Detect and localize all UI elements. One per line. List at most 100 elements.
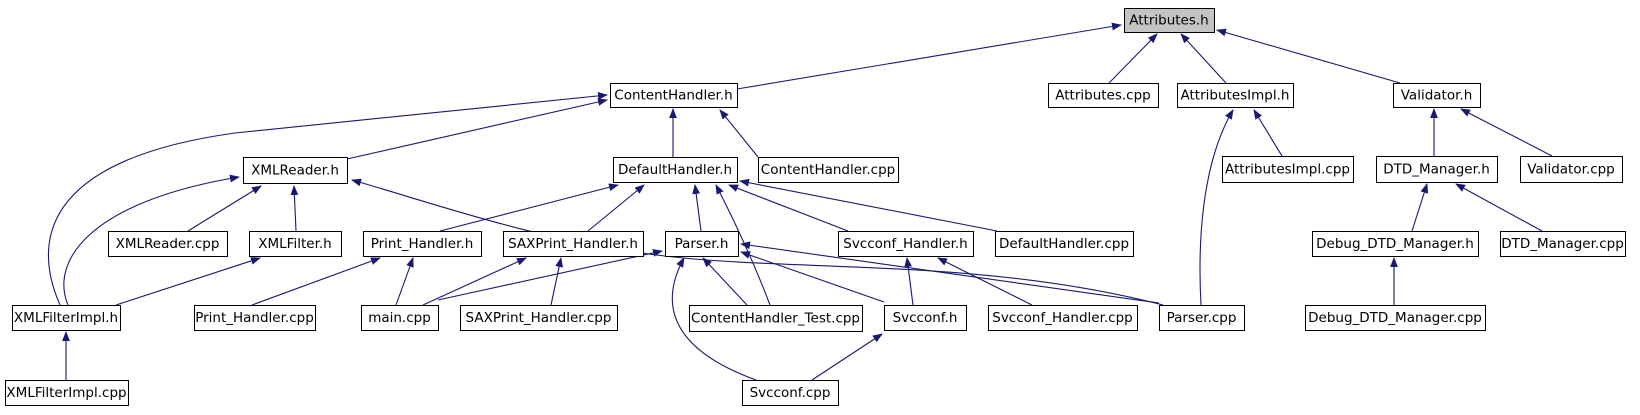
node-svcconf-handler-cpp[interactable]: Svcconf_Handler.cpp (988, 305, 1138, 331)
edge-svcconf-h-to-svcconf-handler-h (904, 257, 914, 306)
node-box-print-handler-cpp[interactable] (194, 305, 316, 331)
node-box-dtd-manager-cpp[interactable] (1500, 231, 1626, 257)
edge-attributesimpl-h-to-attributes-h (1180, 33, 1227, 84)
node-box-dtd-manager-h[interactable] (1376, 156, 1498, 183)
node-attributesimpl-cpp[interactable]: AttributesImpl.cpp (1222, 156, 1354, 183)
node-label-parser-h: Parser.h (675, 236, 729, 252)
node-debug-dtd-manager-h[interactable]: Debug_DTD_Manager.h (1312, 231, 1479, 257)
edge-svcconf-cpp-to-parser-h (671, 257, 757, 381)
node-box-validator-h[interactable] (1393, 83, 1481, 108)
node-box-saxprint-handler-h[interactable] (503, 231, 644, 257)
node-dtd-manager-h[interactable]: DTD_Manager.h (1376, 156, 1498, 183)
node-label-dtd-manager-h: DTD_Manager.h (1383, 162, 1490, 178)
node-svcconf-h[interactable]: Svcconf.h (884, 305, 967, 331)
node-print-handler-h[interactable]: Print_Handler.h (363, 231, 482, 257)
node-label-print-handler-h: Print_Handler.h (371, 236, 474, 252)
node-saxprint-handler-cpp[interactable]: SAXPrint_Handler.cpp (460, 305, 618, 331)
node-box-svcconf-handler-cpp[interactable] (988, 305, 1138, 331)
node-label-debug-dtd-manager-h: Debug_DTD_Manager.h (1316, 236, 1474, 252)
node-main-cpp[interactable]: main.cpp (361, 305, 439, 331)
node-box-contenthandler-cpp[interactable] (758, 157, 899, 183)
node-label-main-cpp: main.cpp (368, 310, 431, 326)
node-label-contenthandler-cpp: ContentHandler.cpp (761, 162, 895, 178)
node-box-validator-cpp[interactable] (1520, 156, 1623, 183)
node-box-svcconf-handler-h[interactable] (838, 231, 974, 257)
node-label-xmlfilter-h: XMLFilter.h (258, 236, 331, 252)
edge-validator-cpp-to-validator-h (1460, 108, 1553, 157)
node-attributes-cpp[interactable]: Attributes.cpp (1048, 83, 1159, 108)
node-box-xmlreader-cpp[interactable] (108, 231, 228, 257)
node-label-xmlfilterimpl-h: XMLFilterImpl.h (14, 310, 118, 326)
edge-svcconf-h-to-parser-h (740, 251, 885, 303)
node-parser-h[interactable]: Parser.h (665, 231, 739, 257)
edge-xmlfilterimpl-h-to-xmlfilter-h (115, 257, 261, 306)
node-box-print-handler-h[interactable] (363, 231, 482, 257)
node-saxprint-handler-h[interactable]: SAXPrint_Handler.h (503, 231, 644, 257)
edge-contenthandler-h-to-attributes-h (736, 22, 1122, 90)
node-validator-cpp[interactable]: Validator.cpp (1520, 156, 1623, 183)
node-box-saxprint-handler-cpp[interactable] (460, 305, 618, 331)
node-dtd-manager-cpp[interactable]: DTD_Manager.cpp (1500, 231, 1626, 257)
node-label-parser-cpp: Parser.cpp (1167, 310, 1237, 326)
node-box-contenthandler-test-cpp[interactable] (689, 305, 863, 332)
node-contenthandler-test-cpp[interactable]: ContentHandler_Test.cpp (689, 305, 863, 332)
edge-dtd-manager-cpp-to-dtd-manager-h (1455, 183, 1543, 232)
node-label-svcconf-handler-h: Svcconf_Handler.h (843, 236, 968, 252)
node-box-xmlreader-h[interactable] (243, 157, 348, 184)
node-debug-dtd-manager-cpp[interactable]: Debug_DTD_Manager.cpp (1305, 305, 1486, 331)
edge-xmlfilterimpl-h-to-xmlreader-h (63, 174, 240, 306)
node-box-contenthandler-h[interactable] (610, 83, 738, 108)
node-defaulthandler-h[interactable]: DefaultHandler.h (613, 157, 738, 183)
node-xmlreader-h[interactable]: XMLReader.h (243, 157, 348, 184)
edge-xmlfilterimpl-h-to-contenthandler-h (47, 92, 608, 306)
node-box-parser-cpp[interactable] (1159, 305, 1245, 331)
node-box-attributes-cpp[interactable] (1048, 83, 1159, 108)
node-box-parser-h[interactable] (665, 231, 739, 257)
node-box-attributes-h[interactable] (1124, 8, 1215, 33)
node-contenthandler-cpp[interactable]: ContentHandler.cpp (758, 157, 899, 183)
node-label-validator-h: Validator.h (1401, 88, 1473, 104)
node-box-xmlfilterimpl-h[interactable] (12, 305, 121, 331)
node-label-svcconf-h: Svcconf.h (893, 310, 958, 326)
edge-attributes-cpp-to-attributes-h (1108, 33, 1158, 84)
node-contenthandler-h[interactable]: ContentHandler.h (610, 83, 738, 108)
node-box-main-cpp[interactable] (361, 305, 439, 331)
edge-validator-h-to-attributes-h (1216, 28, 1401, 84)
node-box-debug-dtd-manager-h[interactable] (1312, 231, 1479, 257)
node-xmlreader-cpp[interactable]: XMLReader.cpp (108, 231, 228, 257)
node-label-attributesimpl-h: AttributesImpl.h (1181, 88, 1290, 104)
node-box-svcconf-h[interactable] (884, 305, 967, 331)
node-label-saxprint-handler-cpp: SAXPrint_Handler.cpp (466, 310, 612, 326)
edge-svcconf-cpp-to-svcconf-h (811, 333, 883, 381)
node-validator-h[interactable]: Validator.h (1393, 83, 1481, 108)
node-label-defaulthandler-cpp: DefaultHandler.cpp (999, 236, 1129, 252)
node-xmlfilter-h[interactable]: XMLFilter.h (249, 231, 342, 257)
node-box-defaulthandler-cpp[interactable] (995, 231, 1134, 257)
node-svcconf-cpp[interactable]: Svcconf.cpp (742, 380, 839, 406)
node-box-attributesimpl-cpp[interactable] (1222, 156, 1354, 183)
node-label-dtd-manager-cpp: DTD_Manager.cpp (1501, 236, 1624, 252)
node-parser-cpp[interactable]: Parser.cpp (1159, 305, 1245, 331)
node-print-handler-cpp[interactable]: Print_Handler.cpp (194, 305, 316, 331)
node-defaulthandler-cpp[interactable]: DefaultHandler.cpp (995, 231, 1134, 257)
node-attributesimpl-h[interactable]: AttributesImpl.h (1177, 83, 1294, 108)
node-box-svcconf-cpp[interactable] (742, 380, 839, 406)
node-xmlfilterimpl-h[interactable]: XMLFilterImpl.h (12, 305, 121, 331)
node-box-defaulthandler-h[interactable] (613, 157, 738, 183)
node-label-saxprint-handler-h: SAXPrint_Handler.h (508, 236, 638, 252)
node-attributes-h[interactable]: Attributes.h (1124, 8, 1215, 33)
edge-attributesimpl-cpp-to-attributesimpl-h (1253, 109, 1283, 157)
node-label-print-handler-cpp: Print_Handler.cpp (195, 310, 314, 326)
node-xmlfilterimpl-cpp[interactable]: XMLFilterImpl.cpp (5, 380, 129, 406)
node-label-attributesimpl-cpp: AttributesImpl.cpp (1225, 162, 1350, 178)
node-label-svcconf-handler-cpp: Svcconf_Handler.cpp (992, 310, 1133, 326)
edge-parser-h-to-defaulthandler-h (692, 184, 702, 232)
node-box-debug-dtd-manager-cpp[interactable] (1305, 305, 1486, 331)
node-box-attributesimpl-h[interactable] (1177, 83, 1294, 108)
edge-saxprint-handler-cpp-to-saxprint-handler-h (550, 257, 563, 306)
node-svcconf-handler-h[interactable]: Svcconf_Handler.h (838, 231, 974, 257)
node-box-xmlfilter-h[interactable] (249, 231, 342, 257)
node-box-xmlfilterimpl-cpp[interactable] (5, 380, 129, 406)
